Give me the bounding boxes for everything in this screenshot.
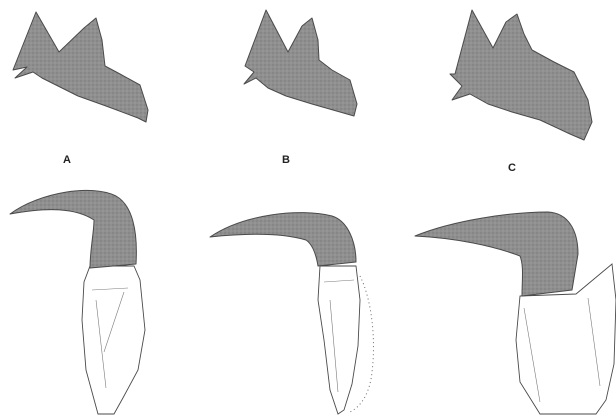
fang-c-claw [415,212,578,296]
fang-a-base [82,266,145,414]
panel-label-c: C [508,162,516,174]
panel-label-b: B [282,154,290,166]
mandible-plate-a [13,12,148,122]
mandible-plate-b [244,10,357,116]
fang-b-claw [210,213,356,266]
mandible-plate-c [450,10,592,140]
fang-b [210,213,374,414]
fang-a-claw [10,190,136,268]
fang-c [415,212,616,414]
fang-b-base [318,266,360,414]
panel-label-a: A [63,154,71,166]
fang-a [10,190,145,414]
